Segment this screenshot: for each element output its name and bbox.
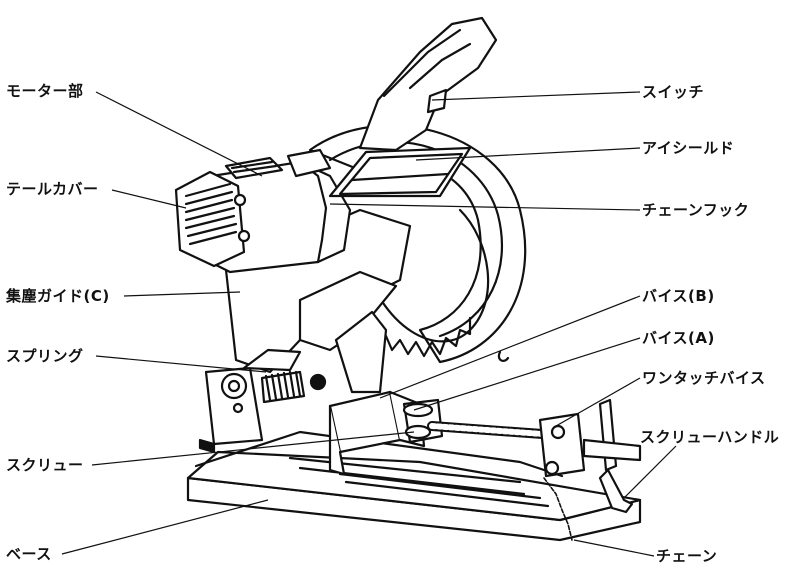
leader-dust-guide xyxy=(123,291,241,297)
leader-eye-shield xyxy=(415,147,641,161)
leader-vise-b xyxy=(379,295,641,399)
leader-motor xyxy=(95,91,263,177)
handle-drawing xyxy=(286,16,498,178)
label-screw: スクリュー xyxy=(6,456,84,474)
leader-chain-hook xyxy=(329,203,641,211)
spring-drawing xyxy=(260,370,327,404)
label-screw-handle: スクリューハンドル xyxy=(640,428,780,446)
label-one-touch-vise: ワンタッチバイス xyxy=(642,369,766,387)
leader-chain xyxy=(573,539,655,557)
label-vise-b: バイス(B) xyxy=(642,287,715,305)
leader-screw-handle xyxy=(623,445,677,499)
leader-one-touch-vise xyxy=(555,377,641,427)
arm-drawing xyxy=(224,208,412,394)
screw-handle-drawing xyxy=(598,468,634,514)
vise-a-drawing xyxy=(402,398,444,444)
label-chain-hook: チェーンフック xyxy=(642,201,750,219)
label-switch: スイッチ xyxy=(642,83,705,101)
saw-blade-drawing xyxy=(358,208,490,358)
leader-lines xyxy=(61,91,677,557)
pivot-block-drawing xyxy=(198,366,264,454)
label-spring: スプリング xyxy=(6,347,84,365)
label-tail-cover: テールカバー xyxy=(6,180,99,198)
label-dust-guide: 集塵ガイド(C) xyxy=(6,287,110,305)
one-touch-vise-drawing xyxy=(538,398,642,478)
leader-spring xyxy=(95,355,267,373)
label-vise-a: バイス(A) xyxy=(642,329,715,347)
leader-vise-a xyxy=(413,337,641,411)
label-eye-shield: アイシールド xyxy=(642,139,735,157)
tail-cover-drawing xyxy=(174,170,251,268)
base-drawing xyxy=(186,430,642,542)
eye-shield-drawing xyxy=(328,146,472,198)
leader-switch xyxy=(431,91,641,101)
label-base: ベース xyxy=(6,545,52,563)
leader-screw xyxy=(91,431,415,466)
label-chain: チェーン xyxy=(656,547,718,565)
leader-base xyxy=(61,499,269,555)
leader-tail-cover xyxy=(111,189,187,209)
label-motor: モーター部 xyxy=(6,82,84,100)
chain-drawing xyxy=(543,477,573,541)
